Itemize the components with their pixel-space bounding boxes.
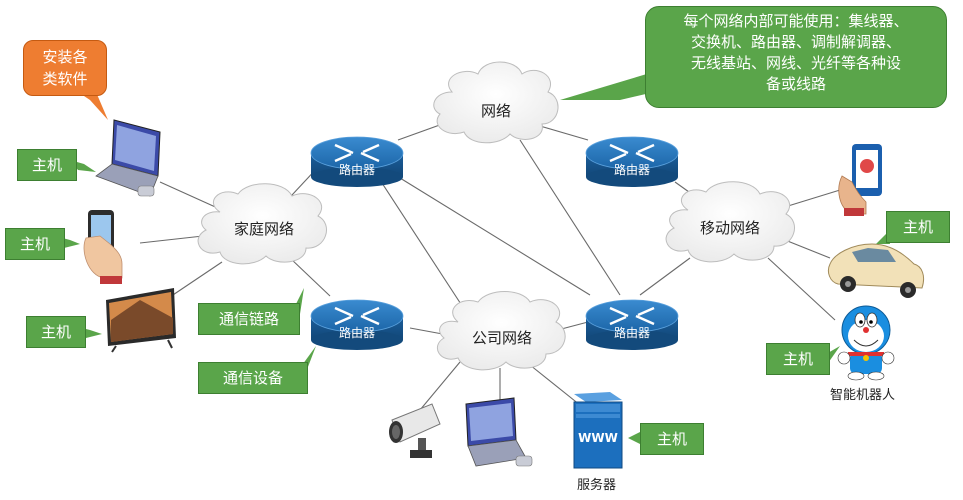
router-top-right: 路由器 [585,136,679,187]
devices-note-line-1: 每个网络内部可能使用：集线器、 [683,12,909,30]
router-bottom-right: 路由器 [585,299,679,350]
device-note: 通信设备 [198,362,308,394]
cloud-internet-label: 网络 [481,102,511,120]
router-arrows-icon [609,143,655,163]
software-note: 安装各 类软件 [23,40,107,96]
router-arrows-icon [334,306,380,326]
robot-icon [837,305,895,381]
smartphone-icon [838,144,882,216]
cloud-home-label: 家庭网络 [234,220,294,238]
robot-label: 智能机器人 [830,388,896,403]
tv-icon [106,288,176,353]
router-arrows-icon [334,143,380,163]
host-note-tv: 主机 [26,316,86,348]
host-note-robot: 主机 [766,343,830,375]
cloud-mobile-label: 移动网络 [700,219,760,237]
router-arrows-icon [609,306,655,326]
server-icon: WWW [573,392,623,469]
server-label: 服务器 [577,478,617,493]
cloud-home: 家庭网络 [197,183,327,265]
car-icon [827,243,925,298]
router-label: 路由器 [614,325,650,340]
svg-text:WWW: WWW [578,431,618,445]
devices-note-line-4: 备或线路 [765,75,826,93]
router-label: 路由器 [339,325,375,340]
devices-note-line-2: 交换机、路由器、调制解调器、 [690,33,901,51]
host-note-server: 主机 [640,423,704,455]
software-note-line-1: 安装各 [42,48,88,66]
software-note-line-2: 类软件 [42,70,88,88]
note-pointer [560,70,663,100]
camera-icon [389,403,441,458]
router-top-left: 路由器 [310,136,404,187]
cloud-mobile: 移动网络 [665,181,795,263]
devices-note-line-3: 无线基站、网线、光纤等各种设 [690,54,901,72]
phone-icon [83,210,123,284]
orange-note-pointer [78,92,108,120]
host-note-car: 主机 [886,211,950,243]
devices-note: 每个网络内部可能使用：集线器、 交换机、路由器、调制解调器、 无线基站、网线、光… [645,6,947,108]
laptop-icon [465,397,533,467]
link-note: 通信链路 [198,303,300,335]
cloud-company: 公司网络 [437,291,566,371]
laptop-icon [95,119,161,197]
cloud-internet: 网络 [433,61,559,144]
router-label: 路由器 [339,162,375,177]
router-bottom-left: 路由器 [310,299,404,350]
cloud-company-label: 公司网络 [472,329,532,347]
host-pointer [628,432,640,444]
host-note-laptop: 主机 [17,149,77,181]
host-note-phone: 主机 [5,228,65,260]
router-label: 路由器 [614,162,650,177]
